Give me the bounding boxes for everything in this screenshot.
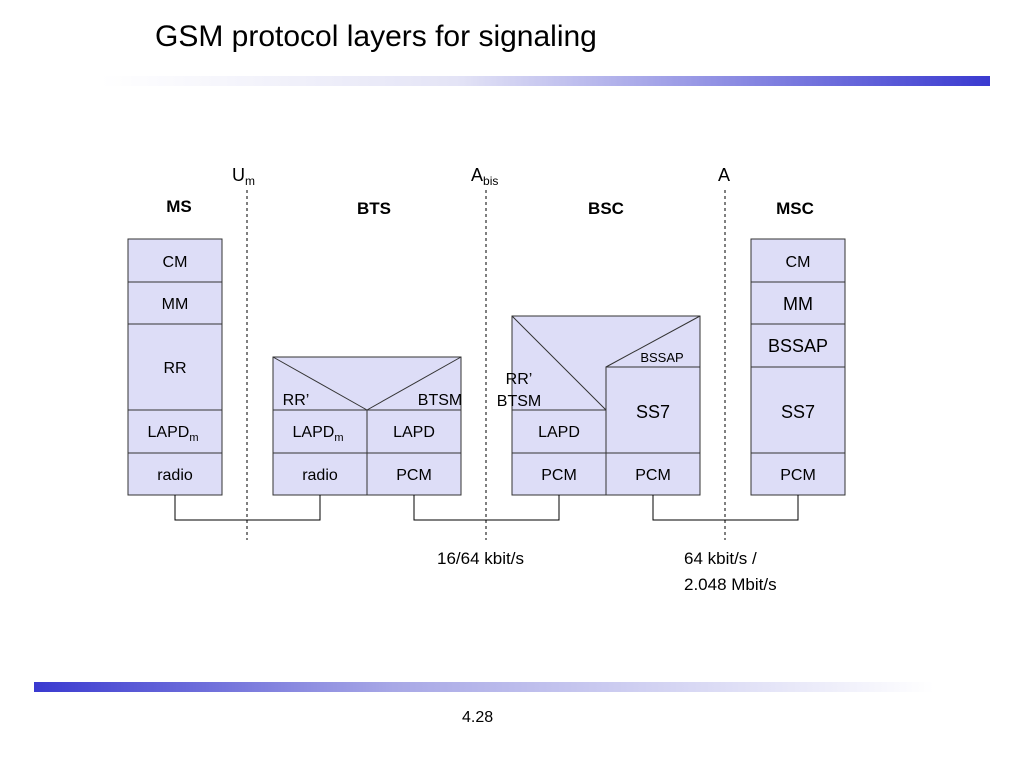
link-bsc-msc — [652, 495, 799, 521]
rate-a-line2: 2.048 Mbit/s — [684, 575, 777, 594]
bsc-left-diagonal — [511, 315, 607, 411]
msc-bssap-label: BSSAP — [768, 336, 828, 356]
bsc-right-diagonal — [605, 315, 701, 368]
msc-pcm-label: PCM — [780, 467, 816, 484]
msc-cm-label: CM — [786, 254, 811, 271]
ms-rr-cell — [127, 323, 223, 411]
page-number: 4.28 — [462, 709, 494, 726]
link-ms-bts — [174, 495, 321, 521]
msc-ss7-cell — [750, 366, 846, 454]
slide-title: GSM protocol layers for signaling — [155, 20, 597, 53]
bts-pcm-label: PCM — [396, 467, 432, 484]
bts-stack: RR’ BTSM LAPDm LAPD radio PCM — [272, 356, 462, 496]
ms-mm-cell — [127, 281, 223, 325]
msc-cm-cell — [750, 238, 846, 283]
bsc-ss7-label: SS7 — [636, 402, 670, 422]
footer-bar — [34, 682, 934, 692]
title-underline-bar — [100, 76, 990, 86]
node-ms-title: MS — [166, 197, 192, 216]
ms-mm-label: MM — [162, 296, 189, 313]
bts-lapdm-label: LAPDm — [293, 424, 344, 444]
bsc-bssap-label: BSSAP — [640, 350, 683, 365]
rate-abis-label: 16/64 kbit/s — [437, 549, 524, 568]
ms-cm-label: CM — [163, 254, 188, 271]
bts-btsm-label: BTSM — [418, 392, 462, 409]
ms-radio-label: radio — [157, 467, 193, 484]
ms-lapdm-label: LAPDm — [148, 424, 199, 444]
bsc-lapd-cell — [511, 409, 607, 454]
bts-radio-cell — [272, 452, 368, 496]
bsc-pcm-right-cell — [605, 452, 701, 496]
node-bts-title: BTS — [357, 199, 391, 218]
bts-right-diagonal — [366, 356, 462, 411]
bsc-btsm-label: BTSM — [497, 393, 541, 410]
msc-stack: CM MM BSSAP SS7 PCM — [750, 238, 846, 496]
interface-a-label: A — [718, 165, 730, 185]
bts-lapd-label: LAPD — [393, 424, 435, 441]
bsc-ss7-cell — [605, 366, 701, 454]
bsc-pcm-left-label: PCM — [541, 467, 577, 484]
msc-bssap-cell — [750, 323, 846, 368]
msc-mm-label: MM — [783, 294, 813, 314]
link-bts-bsc — [413, 495, 560, 521]
bts-rr-prime-label: RR’ — [283, 392, 310, 409]
bts-relay-cell — [272, 356, 462, 411]
ms-rr-label: RR — [163, 360, 186, 377]
bts-pcm-cell — [366, 452, 462, 496]
rate-a-line1: 64 kbit/s / — [684, 549, 757, 568]
ms-cm-cell — [127, 238, 223, 283]
bsc-stack: BSSAP RR’ BTSM SS7 LAPD PCM PCM — [497, 315, 701, 496]
ms-stack: CM MM RR LAPDm radio — [127, 238, 223, 496]
bts-radio-label: radio — [302, 467, 338, 484]
msc-pcm-cell — [750, 452, 846, 496]
bsc-lapd-label: LAPD — [538, 424, 580, 441]
bsc-rr-prime-label: RR’ — [506, 371, 533, 388]
ms-radio-cell — [127, 452, 223, 496]
node-msc-title: MSC — [776, 199, 814, 218]
msc-mm-cell — [750, 281, 846, 325]
bts-left-diagonal — [272, 356, 368, 411]
msc-ss7-label: SS7 — [781, 402, 815, 422]
interface-abis-label: Abis — [471, 165, 498, 188]
bsc-pcm-right-label: PCM — [635, 467, 671, 484]
node-bsc-title: BSC — [588, 199, 624, 218]
interface-um-label: Um — [232, 165, 255, 188]
